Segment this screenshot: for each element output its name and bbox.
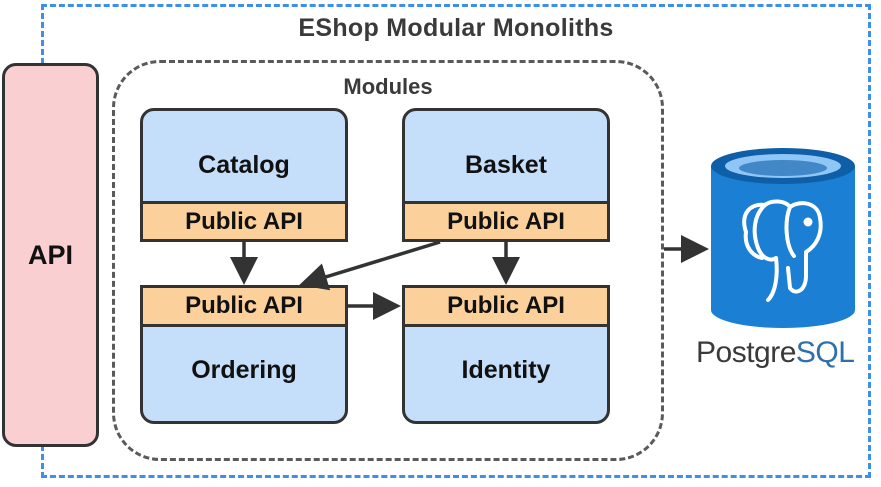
ordering-public-api: Public API	[140, 285, 348, 327]
catalog-public-api: Public API	[140, 201, 348, 242]
module-label: Ordering	[191, 356, 297, 384]
module-label: Catalog	[198, 151, 290, 179]
arrow-basket-to-ordering	[299, 240, 441, 291]
postgresql-label-main: Postgre	[696, 336, 796, 369]
modules-title: Modules	[343, 74, 433, 99]
module-label: Identity	[461, 356, 551, 384]
postgresql-label: PostgreSQL	[696, 336, 855, 370]
module-label: Basket	[465, 151, 547, 179]
diagram-title: EShop Modular Monoliths	[298, 14, 614, 42]
basket-public-api: Public API	[402, 201, 610, 242]
api-label: API	[27, 239, 73, 270]
api-box: API	[2, 63, 99, 447]
postgresql-label-accent: SQL	[795, 336, 855, 369]
postgresql-elephant-icon	[742, 199, 823, 302]
postgresql-database-icon	[711, 148, 855, 328]
modules-boundary	[112, 60, 664, 461]
identity-public-api: Public API	[402, 285, 610, 327]
